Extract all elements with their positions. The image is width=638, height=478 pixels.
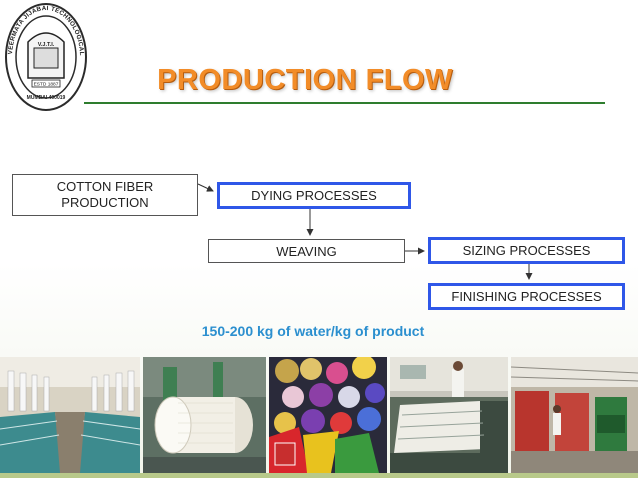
logo-monogram: V.J.T.I. bbox=[38, 42, 55, 48]
node-label: FINISHING PROCESSES bbox=[451, 289, 602, 304]
photo-strip bbox=[0, 357, 638, 478]
slide-title: PRODUCTION FLOW bbox=[157, 64, 453, 96]
node-label: DYING PROCESSES bbox=[251, 188, 377, 203]
node-dying-processes: DYING PROCESSES bbox=[217, 182, 411, 209]
institute-logo: VEERMATA JIJABAI TECHNOLOGICAL INSTITUTE… bbox=[2, 0, 88, 112]
footer-bar bbox=[0, 473, 638, 478]
water-usage-note: 150-200 kg of water/kg of product bbox=[201, 323, 425, 339]
title-divider bbox=[84, 102, 605, 104]
node-label-line: PRODUCTION bbox=[61, 195, 149, 210]
node-label: SIZING PROCESSES bbox=[462, 243, 591, 258]
node-finishing-processes: FINISHING PROCESSES bbox=[428, 283, 625, 310]
photo-thread-spools bbox=[269, 357, 387, 473]
photo-weaving-looms bbox=[390, 357, 508, 473]
node-weaving: WEAVING bbox=[208, 239, 405, 263]
node-label-line: COTTON FIBER bbox=[56, 179, 154, 194]
logo-location: MUMBAI 400019 bbox=[27, 95, 66, 101]
photo-spinning-mill bbox=[0, 357, 140, 473]
photo-yarn-roll bbox=[143, 357, 266, 473]
photo-dyeing-machinery bbox=[511, 357, 638, 473]
node-label: WEAVING bbox=[276, 243, 337, 259]
node-cotton-fiber-production: COTTON FIBER PRODUCTION bbox=[12, 174, 198, 216]
edge-cotton-dying bbox=[197, 183, 214, 192]
node-sizing-processes: SIZING PROCESSES bbox=[428, 237, 625, 264]
logo-estd: ESTD 1887 bbox=[34, 82, 59, 88]
